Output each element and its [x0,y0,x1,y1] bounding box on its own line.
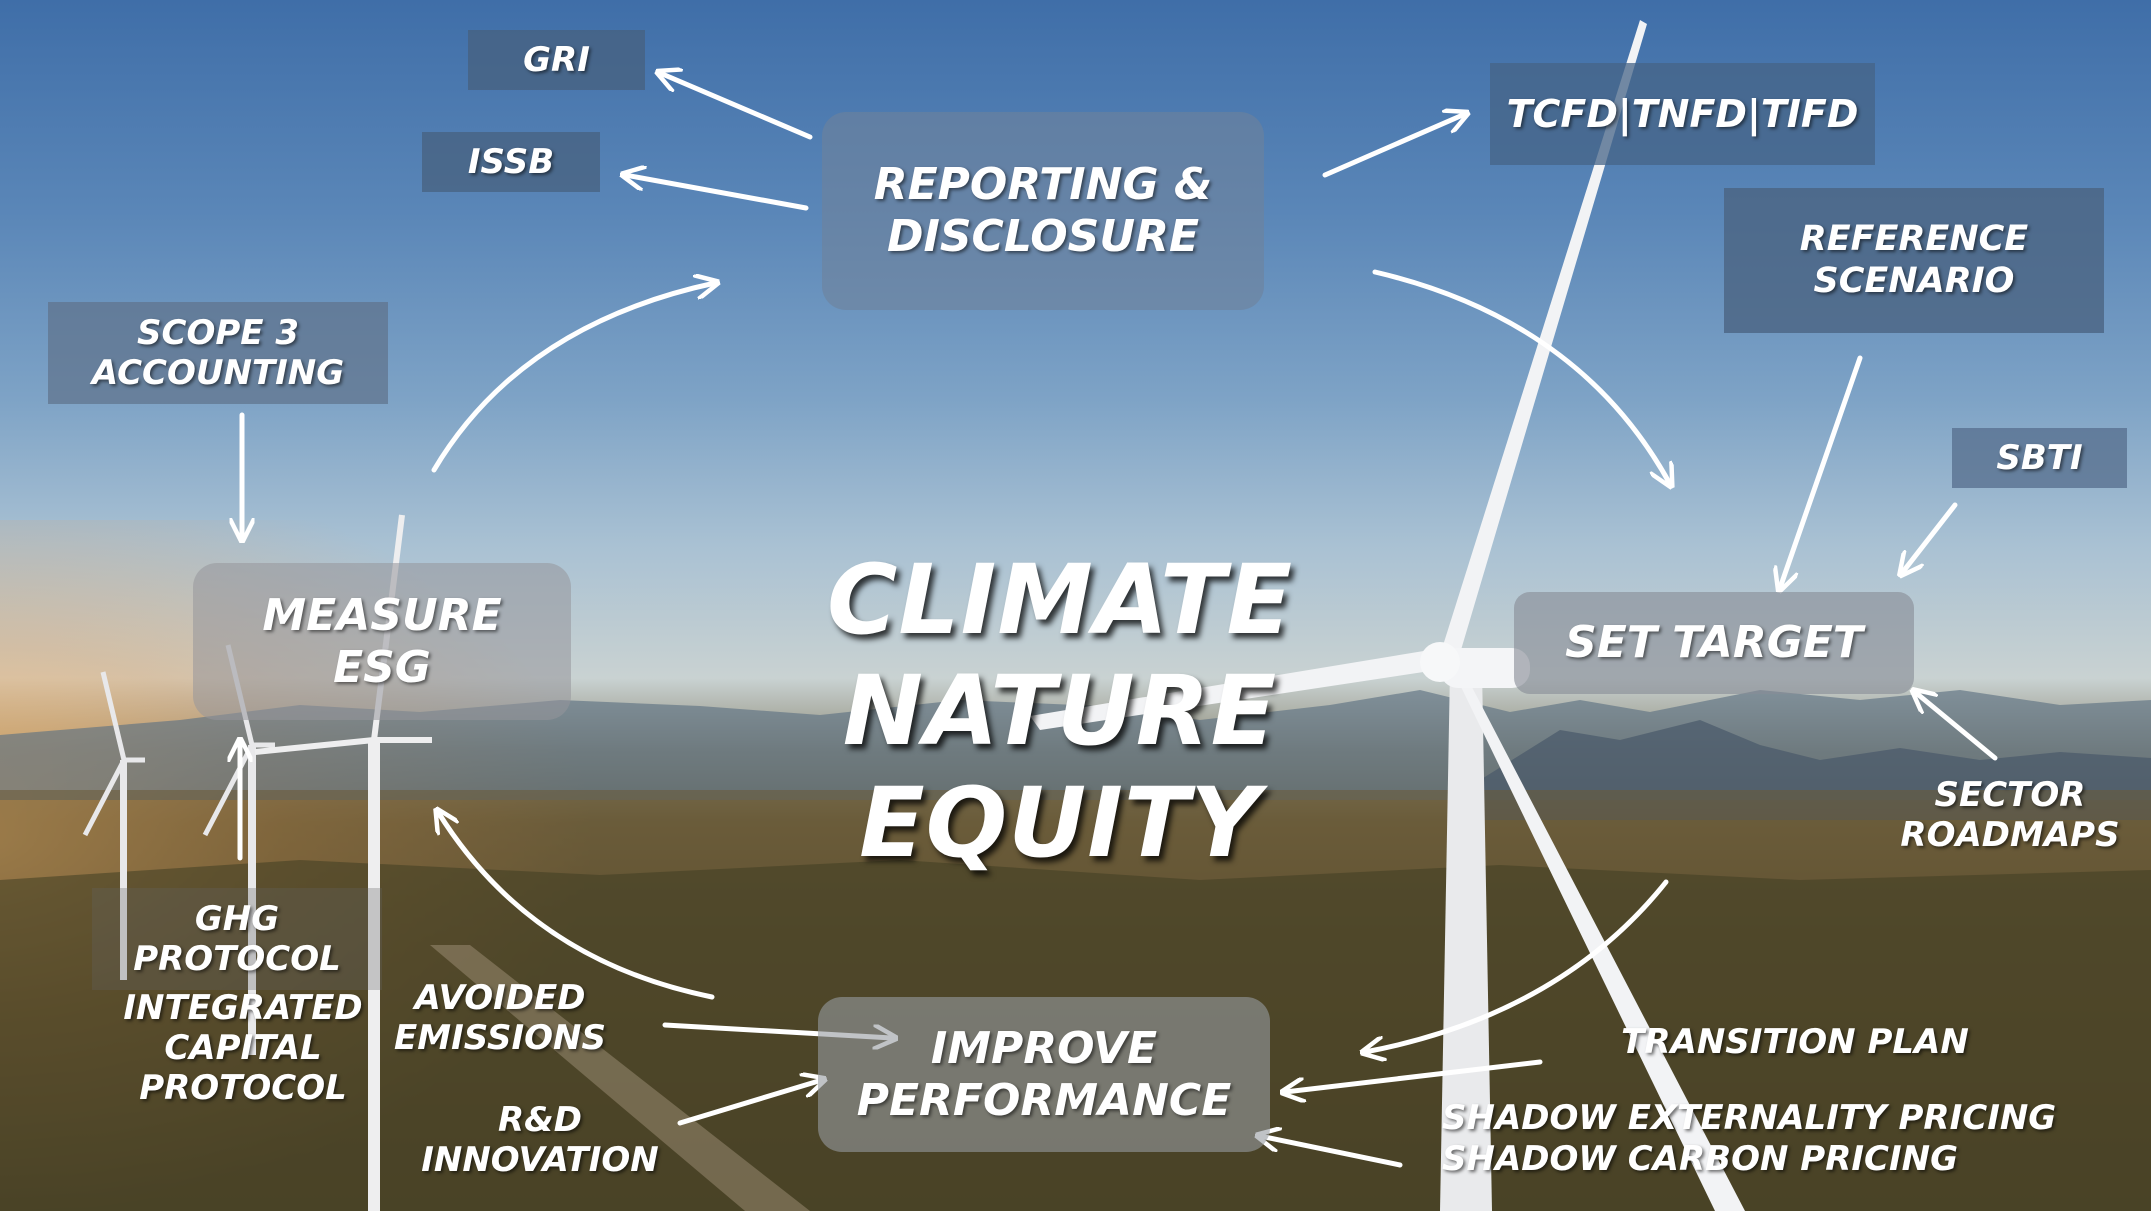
avoided-emissions-label: AVOIDED EMISSIONS [394,978,606,1059]
improve-performance-label: IMPROVE PERFORMANCE [856,1022,1232,1126]
arrow-improve-to-measure [438,812,715,1000]
tcfd-tag: TCFD|TNFD|TIFD [1490,63,1875,165]
center-title-equity: EQUITY [859,766,1261,879]
gri-tag: GRI [468,30,645,90]
sector-roadmaps-label: SECTOR ROADMAPS [1900,775,2120,856]
arrow-rnd-to-improve [677,1080,822,1126]
gri-label: GRI [523,39,590,80]
set-target-box: SET TARGET [1514,592,1914,694]
shadow-externality-pricing-label: SHADOW EXTERNALITY PRICING [1442,1098,2057,1138]
turbine-small-1 [82,671,145,980]
scope3-accounting-tag: SCOPE 3 ACCOUNTING [48,302,388,404]
issb-label: ISSB [467,141,555,182]
center-title: CLIMATE NATURE EQUITY [780,544,1340,879]
arrow-reporting-to-target [1372,269,1670,484]
arrow-to-issb [625,175,809,211]
improve-performance-box: IMPROVE PERFORMANCE [818,997,1270,1152]
integrated-capital-protocol-label: INTEGRATED CAPITAL PROTOCOL [123,988,363,1109]
center-title-nature: NATURE [842,655,1278,768]
reporting-disclosure-label: REPORTING & DISCLOSURE [873,159,1213,262]
sbti-tag: SBTI [1952,428,2127,488]
shadow-carbon-pricing-label: SHADOW CARBON PRICING [1442,1139,1958,1179]
reference-scenario-label: REFERENCE SCENARIO [1799,219,2029,301]
set-target-label: SET TARGET [1565,617,1863,669]
arrow-target-to-improve [1365,879,1669,1052]
ghg-protocol-label: GHG PROTOCOL [133,898,341,979]
arrow-transition-to-improve [1285,1059,1543,1092]
sbti-label: SBTI [1996,437,2083,478]
transition-plan-label: TRANSITION PLAN [1621,1022,1969,1062]
arrow-sbti-to-target [1902,502,1958,573]
tcfd-label: TCFD|TNFD|TIFD [1506,91,1859,136]
rnd-innovation-label: R&D INNOVATION [421,1100,659,1181]
scope3-accounting-label: SCOPE 3 ACCOUNTING [91,312,345,393]
arrow-reference-to-target [1780,355,1863,588]
road [430,945,810,1211]
center-title-climate: CLIMATE [826,544,1294,656]
arrow-measure-to-reporting [431,283,715,473]
measure-esg-box: MEASURE ESG [193,563,571,720]
measure-esg-label: MEASURE ESG [262,589,502,693]
issb-tag: ISSB [422,132,600,192]
reference-scenario-tag: REFERENCE SCENARIO [1724,188,2104,333]
turbine-large [1030,20,1745,1211]
arrow-sector-to-target [1915,692,1998,761]
arrow-to-tcfd [1322,114,1465,178]
reporting-disclosure-box: REPORTING & DISCLOSURE [822,112,1264,310]
ghg-protocol-tag: GHG PROTOCOL [92,888,382,990]
arrow-to-gri [660,73,813,140]
arrow-shadow-to-improve [1260,1136,1403,1168]
